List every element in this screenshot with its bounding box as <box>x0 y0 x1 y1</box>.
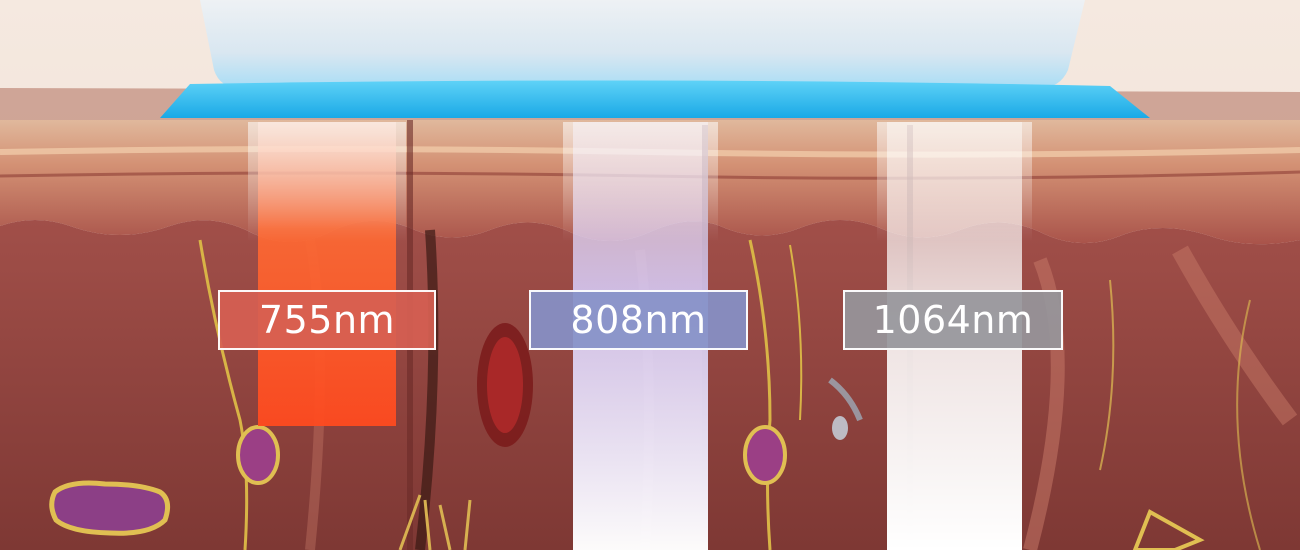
nerve-fiber-5 <box>1236 299 1261 550</box>
nerve-fiber-2 <box>748 239 772 550</box>
nerve-ending-4 <box>1132 509 1205 550</box>
wavelength-label-755: 755nm <box>218 290 436 350</box>
beam-1064-haze <box>877 122 1032 242</box>
nerve-ending-2 <box>743 425 787 485</box>
wavelength-label-808: 808nm <box>529 290 748 350</box>
nerve-ending-1 <box>236 425 280 485</box>
beam-808-haze <box>563 122 718 242</box>
nerve-ending-3 <box>49 480 171 536</box>
nerve-fiber-1 <box>198 239 249 550</box>
tissue-fiber-1 <box>1023 257 1065 550</box>
nerve-fiber-4 <box>1099 279 1115 471</box>
nerve-fiber-3 <box>789 244 803 421</box>
wavelength-label-1064: 1064nm <box>843 290 1063 350</box>
tissue-fiber-2 <box>1172 245 1298 426</box>
beam-755-haze <box>248 122 406 242</box>
hair-roots <box>398 494 472 550</box>
vessel-end <box>832 416 848 440</box>
cooling-gel <box>160 80 1150 118</box>
small-vessel <box>828 377 863 422</box>
handpiece-tip <box>200 0 1085 88</box>
gland-core <box>487 337 523 433</box>
